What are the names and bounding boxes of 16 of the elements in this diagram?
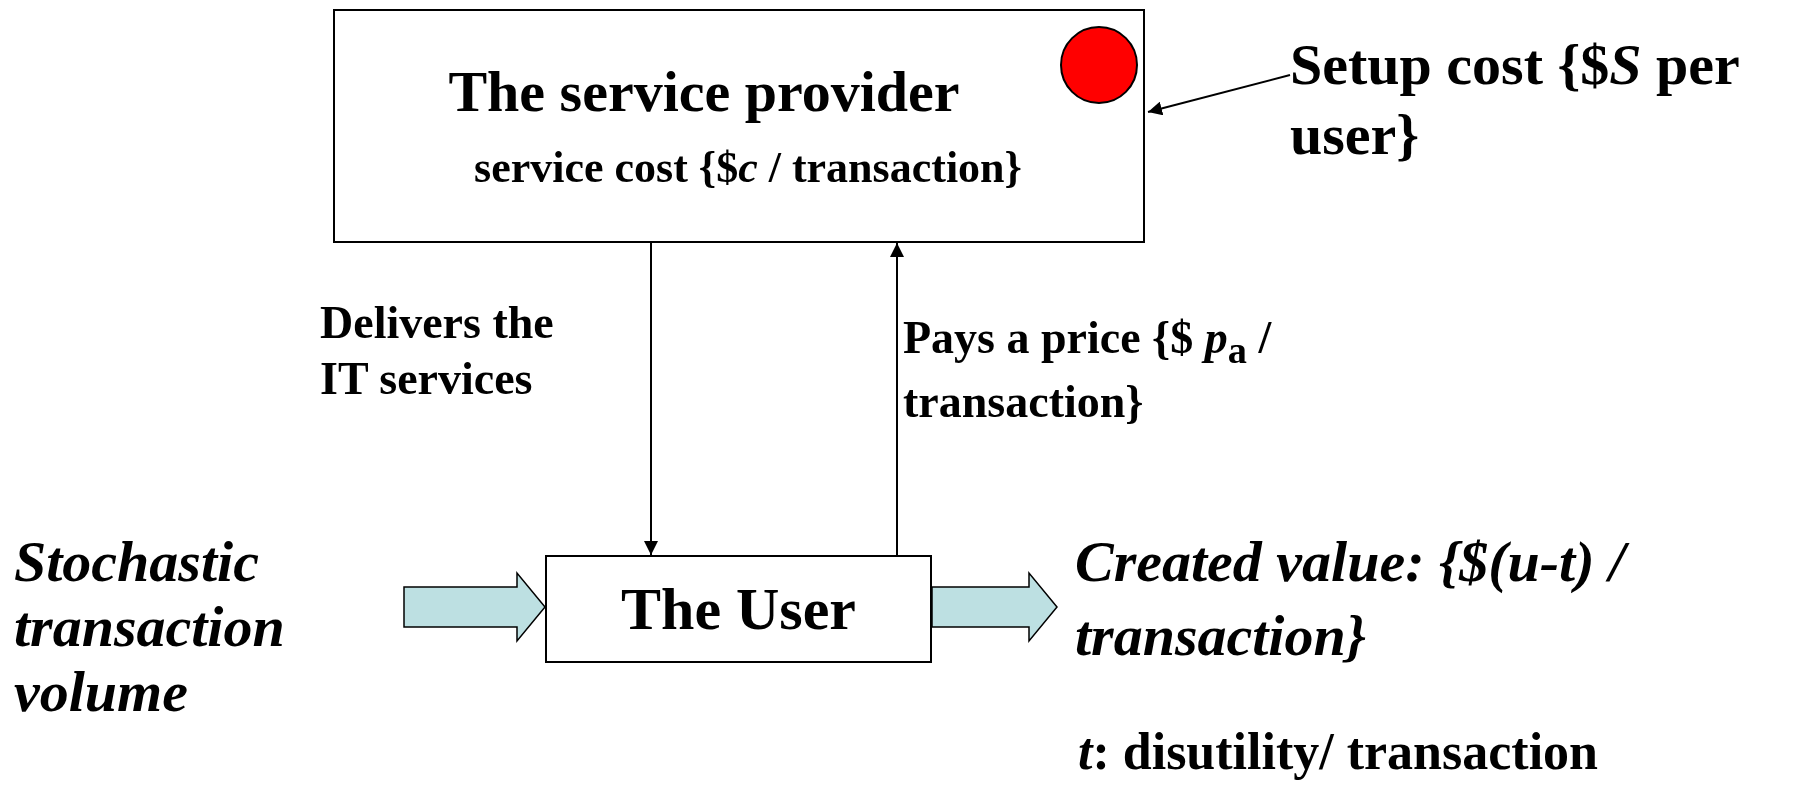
block-arrow: [403, 570, 546, 644]
annotation-text: Setup cost {$S per user}: [1290, 31, 1740, 169]
edge-label: Delivers the IT services: [320, 296, 555, 407]
box-heading: The service provider: [447, 57, 961, 126]
provider-box: [333, 9, 1145, 243]
arrow: [1147, 74, 1291, 116]
input-text: Stochastic transaction volume: [14, 530, 286, 725]
user-box: [545, 555, 932, 663]
arrow: [644, 242, 658, 556]
box-heading: The User: [620, 575, 857, 644]
note-text: t: disutility/ transaction: [1078, 722, 1599, 781]
box-subtext: service cost {$c / transaction}: [473, 142, 1023, 195]
arrow: [890, 242, 904, 556]
block-arrow: [931, 570, 1058, 644]
edge-label: Pays a price {$ p$_{a}$ / transaction}: [903, 311, 1273, 429]
output-text: Created value: {$(u-t) / transaction}: [1075, 525, 1715, 674]
